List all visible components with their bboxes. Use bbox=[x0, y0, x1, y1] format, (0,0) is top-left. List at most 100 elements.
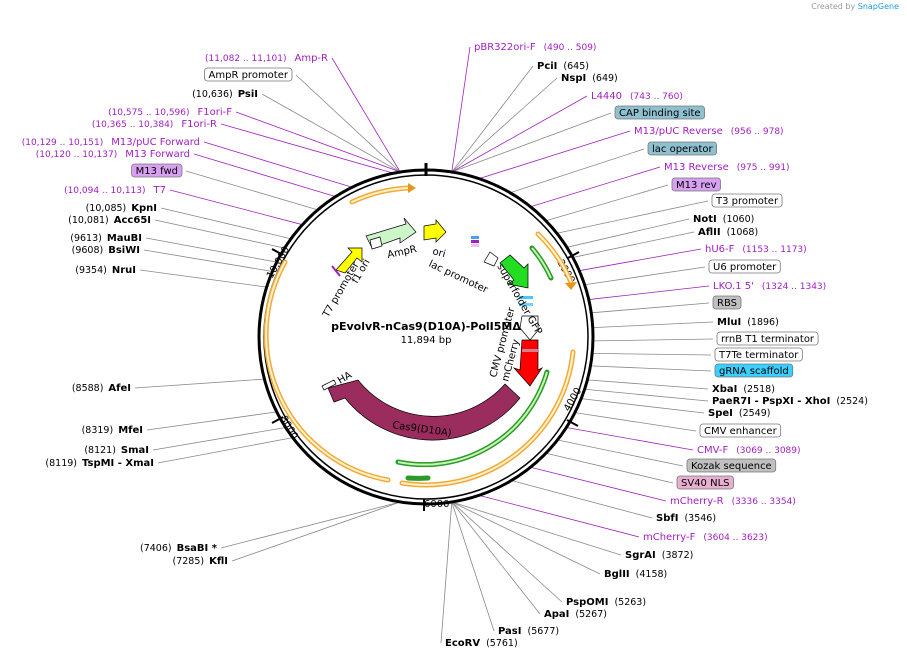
enzyme-pos-smai: (8121) bbox=[84, 445, 116, 456]
leader-line-m13-fwd bbox=[185, 170, 318, 211]
enzyme-kfli: KflI bbox=[209, 556, 228, 567]
leader-line-aflii bbox=[572, 231, 695, 258]
enzyme-pos-spei: (2549) bbox=[739, 408, 771, 419]
orf-arrowhead-right bbox=[565, 282, 577, 290]
feature-cas9 bbox=[327, 379, 521, 441]
feature-label-cmv-enhancer: CMV enhancer bbox=[704, 426, 778, 437]
feature-box-ampr-promoter bbox=[204, 67, 293, 82]
leader-line-t7te-terminator bbox=[592, 352, 712, 356]
enzyme-pos-bsiwi: (9608) bbox=[72, 245, 104, 256]
feature-f1-ori-bar bbox=[331, 265, 341, 277]
enzyme-bsabi: BsaBI * bbox=[177, 543, 218, 554]
feature-box-cap-binding-site bbox=[614, 105, 705, 120]
feature-box-grna-scaffold bbox=[714, 363, 794, 378]
enzyme-sbfi: SbfI bbox=[656, 513, 678, 524]
plasmid-length: 11,894 bp bbox=[401, 335, 452, 346]
enzyme-tspmi-xmai: TspMI - XmaI bbox=[82, 458, 154, 469]
enzyme-pos-kfli: (7285) bbox=[173, 556, 205, 567]
leader-line-ampr-promoter bbox=[295, 74, 401, 173]
enzyme-pos-nspi: (649) bbox=[592, 73, 618, 84]
feature-ha bbox=[321, 379, 337, 391]
enzyme-pos-mlui: (1896) bbox=[747, 317, 779, 328]
feature-ampr-promoter bbox=[369, 236, 383, 250]
primer-pos-mcherry-r: (3336 .. 3354) bbox=[732, 497, 796, 507]
enzyme-pos-xbai: (2518) bbox=[743, 384, 775, 395]
enzyme-paer7i-pspxi-xhoi: PaeR7I - PspXI - XhoI bbox=[712, 396, 830, 407]
leader-line-pspomi bbox=[451, 501, 563, 603]
enzyme-pos-nrui: (9354) bbox=[75, 265, 107, 276]
orf-arc-top bbox=[349, 185, 411, 205]
leader-line-afei bbox=[134, 378, 265, 389]
primer-pos-mcherry-f: (3604 .. 3623) bbox=[703, 533, 767, 543]
enzyme-pos-bglii: (4158) bbox=[636, 569, 668, 580]
feature-label-u6-promoter: U6 promoter bbox=[713, 262, 777, 273]
leader-line-bglii bbox=[451, 501, 601, 575]
enzyme-acc65i: Acc65I bbox=[114, 215, 151, 226]
enzyme-maubi: MauBI bbox=[107, 233, 142, 244]
enzyme-smai: SmaI bbox=[121, 445, 149, 456]
feature-label-rbs: RBS bbox=[717, 298, 737, 309]
primer-pos-f1ori-r: (10,365 .. 10,384) bbox=[92, 120, 173, 130]
leader-line-maubi bbox=[145, 237, 277, 263]
orf-arc-upper-right bbox=[535, 231, 574, 285]
leader-line-f1ori-r bbox=[220, 123, 394, 174]
leader-line-pasi bbox=[451, 501, 495, 632]
feature-box-rrnb-t1-terminator bbox=[716, 331, 819, 346]
orf-arc-left bbox=[263, 259, 391, 483]
label-ori: ori bbox=[431, 246, 446, 260]
leader-line-rrnb-t1-terminator bbox=[592, 338, 714, 342]
feature-label-m13-rev: M13 rev bbox=[676, 180, 717, 191]
enzyme-noti: NotI bbox=[693, 214, 717, 225]
feature-label-grna-scaffold: gRNA scaffold bbox=[719, 366, 789, 377]
leader-line-kpni bbox=[160, 207, 292, 240]
primer-hu6-f: hU6-F bbox=[705, 244, 735, 255]
orf-arc-left-inner bbox=[265, 261, 389, 481]
leader-line-bsiwi bbox=[143, 249, 273, 272]
feature-lac-promoter bbox=[483, 251, 499, 267]
leader-line-sv40-nls bbox=[545, 452, 674, 484]
feature-sfgfp bbox=[499, 254, 529, 289]
enzyme-pos-psii: (10,636) bbox=[192, 89, 233, 100]
feature-box-sv40-nls bbox=[676, 475, 734, 490]
green-arc-right-inner bbox=[531, 247, 552, 279]
primer-pos-amp-r: (11,082 .. 11,101) bbox=[205, 54, 286, 64]
leader-line-mfei bbox=[146, 411, 277, 431]
enzyme-pos-tspmi-xmai: (8119) bbox=[45, 458, 77, 469]
feature-cap-site bbox=[471, 236, 479, 239]
primer-m13-puc-forward: M13/pUC Forward bbox=[111, 137, 200, 148]
primer-pos-m13-puc-forward: (10,129 .. 10,151) bbox=[22, 138, 103, 148]
feature-nls bbox=[522, 349, 538, 352]
feature-label-ampr-promoter: AmpR promoter bbox=[209, 70, 289, 81]
feature-box-kozak-sequence bbox=[686, 458, 777, 473]
primer-pos-f1ori-f: (10,575 .. 10,596) bbox=[108, 108, 189, 118]
label-lac-promoter: lac promoter bbox=[427, 259, 490, 296]
feature-box-m13-rev bbox=[671, 177, 721, 192]
orf-arc-top-inner bbox=[351, 187, 409, 203]
enzyme-nspi: NspI bbox=[561, 73, 586, 84]
leader-line-m13-puc-reverse bbox=[478, 130, 631, 180]
primer-t7: T7 bbox=[153, 185, 166, 196]
tick-8000-mark bbox=[271, 416, 284, 424]
enzyme-pos-sbfi: (3546) bbox=[684, 513, 716, 524]
enzyme-pcii: PciI bbox=[537, 61, 557, 72]
enzyme-afei: AfeI bbox=[108, 383, 131, 394]
feature-box-rbs bbox=[712, 295, 742, 310]
feature-cmv-promoter bbox=[519, 315, 541, 341]
primer-pos-pbr322ori-f: (490 .. 509) bbox=[544, 43, 597, 53]
primer-cmv-f: CMV-F bbox=[697, 445, 728, 456]
feature-lac-operator bbox=[471, 240, 479, 243]
leader-line-mlui bbox=[592, 321, 714, 329]
enzyme-pos-maubi: (9613) bbox=[70, 233, 102, 244]
enzyme-pos-sgrai: (3872) bbox=[662, 550, 694, 561]
feature-box-t7te-terminator bbox=[714, 347, 803, 362]
feature-m13-rev bbox=[471, 244, 479, 247]
leader-line-amp-r bbox=[331, 57, 401, 173]
leader-line-pcii bbox=[451, 65, 534, 173]
leader-line-t7 bbox=[169, 189, 303, 226]
enzyme-mfei: MfeI bbox=[118, 425, 143, 436]
leader-line-lko-1-5 bbox=[588, 285, 710, 300]
primer-mcherry-r: mCherry-R bbox=[670, 496, 724, 507]
feature-label-cap-binding-site: CAP binding site bbox=[619, 108, 701, 119]
enzyme-pos-apai: (5267) bbox=[575, 609, 607, 620]
